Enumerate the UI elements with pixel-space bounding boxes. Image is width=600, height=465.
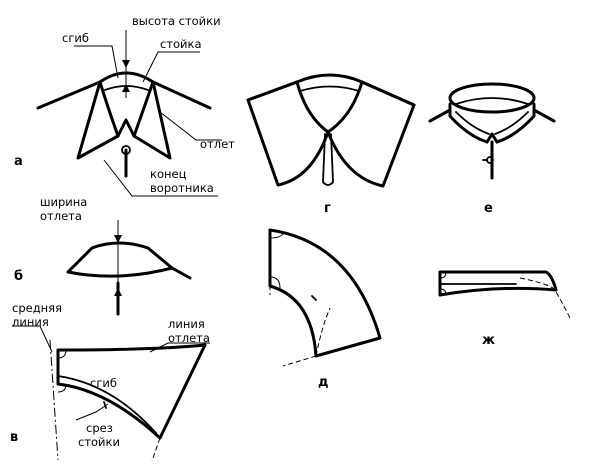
figure-a: высота стойки сгиб стойка отлет конец во… [14,14,235,197]
section-label-zh: ж [482,333,495,348]
label-middle-line-1: средняя [12,301,62,315]
section-label-g: г [324,201,331,216]
label-stand-cut-2: стойки [78,435,120,449]
figure-zh: ж [438,270,571,348]
section-label-d: д [318,375,329,390]
section-label-a: а [14,154,23,169]
label-stand: стойка [160,37,202,51]
figure-e: е [428,82,556,216]
button-icon [121,145,131,155]
section-label-b: б [14,269,23,284]
figure-d: д [268,228,382,390]
label-fall-width-2: отлета [40,209,82,223]
label-fall-line-1: линия [168,317,205,331]
label-middle-line-2: линия [12,315,49,329]
label-collar-end-2: воротника [150,181,214,195]
label-fall-width-1: ширина [40,195,87,209]
label-stand-cut-1: срез [86,421,113,435]
label-fall: отлет [200,137,235,151]
label-fold: сгиб [62,31,89,45]
label-fold-v: сгиб [90,376,117,390]
section-label-v: в [10,430,18,445]
figure-b: ширина отлета б [14,195,192,316]
figure-v: средняя линия линия отлета сгиб срез сто… [10,301,210,462]
label-fall-line-2: отлета [168,331,210,345]
figure-g: г [246,73,416,216]
section-label-e: е [484,201,493,216]
label-collar-end-1: конец [150,167,187,181]
label-stand-height: высота стойки [132,14,221,28]
